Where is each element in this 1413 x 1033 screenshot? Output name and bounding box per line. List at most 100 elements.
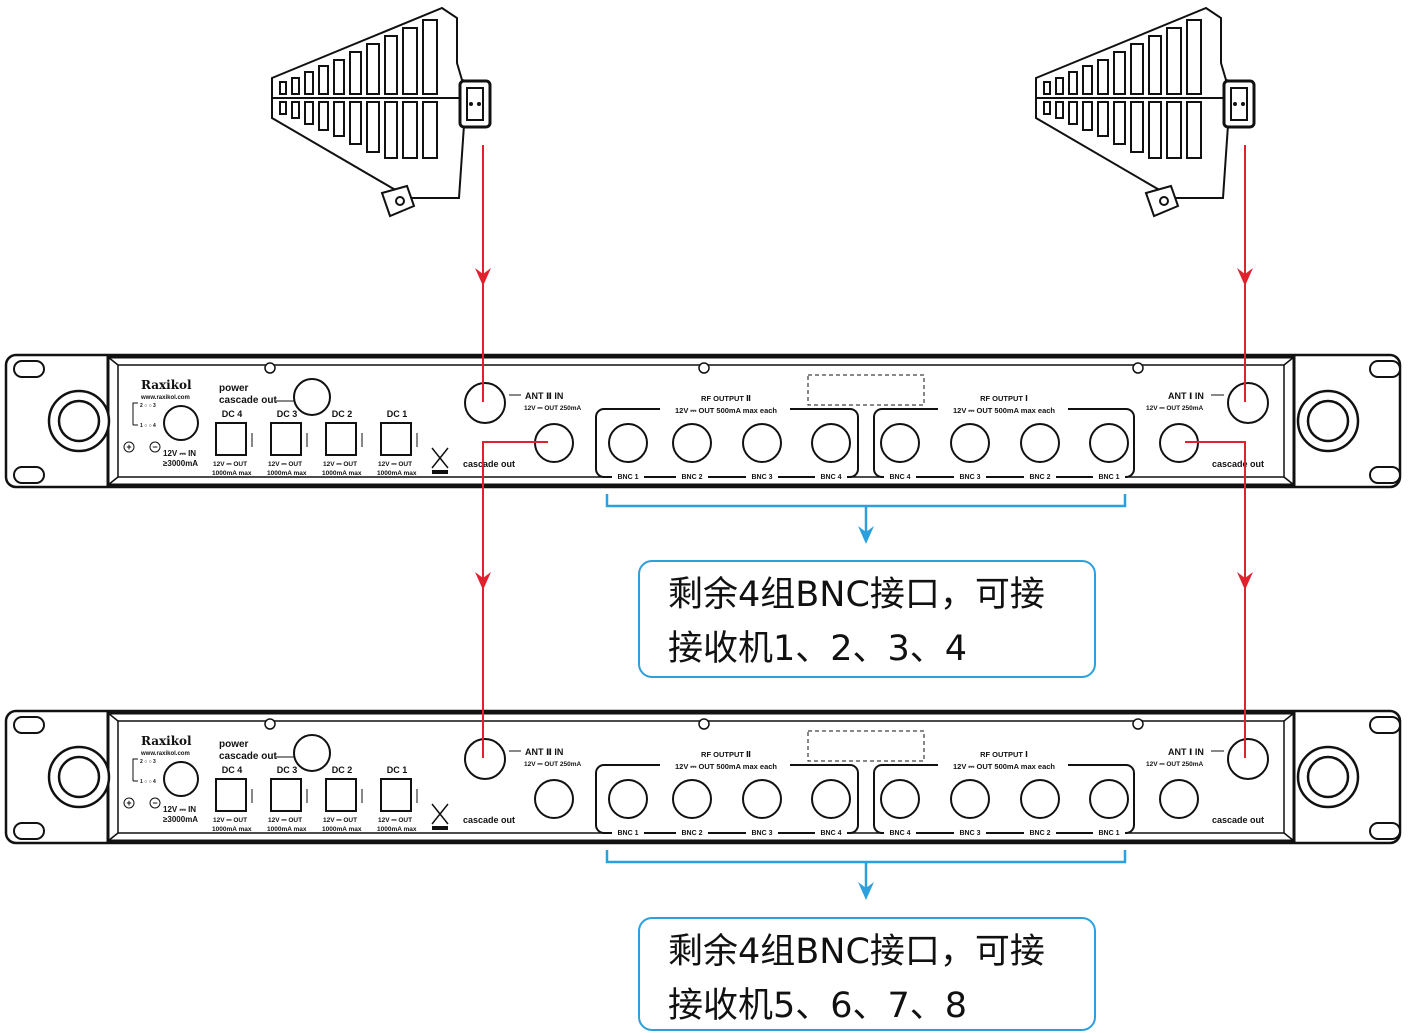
power-cascade-label: cascade out <box>219 395 277 406</box>
panel-bevel <box>1283 832 1295 842</box>
dc-port-current: 1000mA max <box>377 470 417 477</box>
ant1-in-port <box>1227 382 1269 424</box>
panel-bevel <box>107 356 119 366</box>
ant2-label: ANT Ⅱ IN <box>525 747 563 757</box>
panel-bevel <box>1283 476 1295 486</box>
rf-output-2-title: RF OUTPUT Ⅱ <box>701 394 751 403</box>
plus-sign: + <box>126 442 131 452</box>
dc-out-port <box>270 778 302 812</box>
power-in-current: ≥3000mA <box>163 815 198 824</box>
bnc-label-bg <box>612 471 644 481</box>
cascade-out-right-label: cascade out <box>1212 815 1264 825</box>
ant2-spec: 12V ⎓ OUT 250mA <box>524 761 582 768</box>
rack-handle-right-inner <box>1306 755 1350 799</box>
rf1-bnc-label: BNC 3 <box>959 474 980 481</box>
rf1-bnc-label: BNC 3 <box>959 830 980 837</box>
rf1-bnc-port <box>1020 779 1060 819</box>
rack-mount-slot <box>13 822 45 840</box>
dc-port-label: DC 2 <box>332 765 353 775</box>
bnc-label-bg <box>954 471 986 481</box>
rf-output-2-title: RF OUTPUT Ⅱ <box>701 750 751 759</box>
cascade-arrow-right <box>1237 572 1253 590</box>
rack-mount-slot <box>1369 360 1401 378</box>
rack-mount-slot <box>1369 716 1401 734</box>
rack-handle-right-inner <box>1306 399 1350 443</box>
power-cascade-label: cascade out <box>219 751 277 762</box>
panel-screw <box>1132 718 1144 730</box>
brand-url: www.raxikol.com <box>140 751 190 757</box>
bnc-label-bg <box>1024 827 1056 837</box>
dc-out-port <box>215 778 247 812</box>
bnc-label-bg <box>884 827 916 837</box>
dc-port-label: DC 3 <box>277 409 298 419</box>
dc-out-port <box>380 778 412 812</box>
bnc-label-bg <box>884 471 916 481</box>
rf2-bnc-label: BNC 1 <box>617 474 638 481</box>
rf-output-2-spec: 12V ⎓ OUT 500mA max each <box>675 762 777 771</box>
weee-bar <box>432 470 448 474</box>
bnc-label-bg <box>954 827 986 837</box>
cascade-line-right <box>1185 441 1246 758</box>
dc-out-port <box>215 422 247 456</box>
right-antenna <box>1034 6 1256 218</box>
dc-port-voltage: 12V ⎓ OUT <box>323 461 357 468</box>
rf2-bnc-port <box>742 779 782 819</box>
rf1-title-bg <box>938 759 1068 773</box>
panel-bevel <box>107 712 119 722</box>
rf1-bnc-port <box>880 423 920 463</box>
rf-output-1-spec: 12V ⎓ OUT 500mA max each <box>953 406 1055 415</box>
panel-bevel <box>107 832 119 842</box>
callout-upper: 剩余4组BNC接口，可接 接收机1、2、3、4 <box>638 560 1096 678</box>
dc-port-voltage: 12V ⎓ OUT <box>378 461 412 468</box>
panel-bevel <box>1283 356 1295 366</box>
dc-port-voltage: 12V ⎓ OUT <box>213 817 247 824</box>
dc-port-current: 1000mA max <box>267 470 307 477</box>
bnc-label-bg <box>1093 471 1125 481</box>
rf2-bnc-port <box>811 779 851 819</box>
panel-bevel <box>1283 712 1295 722</box>
dc-port-voltage: 12V ⎓ OUT <box>378 817 412 824</box>
dc-port-voltage: 12V ⎓ OUT <box>323 817 357 824</box>
ant1-spec: 12V ⎓ OUT 250mA <box>1146 405 1204 412</box>
dc-port-label: DC 2 <box>332 409 353 419</box>
plus-symbol <box>123 797 135 809</box>
dc-port-current: 1000mA max <box>267 826 307 833</box>
ant2-in-port <box>464 382 506 424</box>
front-panel <box>106 355 1296 487</box>
dc-port-current: 1000mA max <box>377 826 417 833</box>
ant1-label: ANT Ⅰ IN <box>1168 747 1204 757</box>
bnc-label-bg <box>612 827 644 837</box>
signal-arrow-ant1 <box>1237 268 1253 286</box>
rack-handle-left-inner <box>57 399 101 443</box>
power-in-label: 12V ⎓ IN <box>163 449 196 458</box>
plus-sign: + <box>126 798 131 808</box>
switch-label-bottom: 1 ○ ○ 4 <box>140 423 156 429</box>
rf2-bnc-label: BNC 3 <box>751 830 772 837</box>
rf1-title-bg <box>938 403 1068 417</box>
callout-lower-line2: 接收机5、6、7、8 <box>668 986 968 1026</box>
rf2-title-bg <box>660 759 790 773</box>
panel-screw <box>264 718 276 730</box>
dc-port-label: DC 1 <box>387 765 408 775</box>
rf2-bnc-port <box>811 423 851 463</box>
rf1-bnc-label: BNC 2 <box>1029 474 1050 481</box>
ant2-spec: 12V ⎓ OUT 250mA <box>524 405 582 412</box>
rf-output-1-title: RF OUTPUT Ⅰ <box>980 750 1028 759</box>
rf2-bnc-port <box>672 779 712 819</box>
bnc-label-bg <box>815 471 847 481</box>
callout-lower: 剩余4组BNC接口，可接 接收机5、6、7、8 <box>638 917 1096 1031</box>
dc-port-current: 1000mA max <box>212 470 252 477</box>
bnc-bracket-lower <box>605 850 1127 864</box>
rf-output-1-title: RF OUTPUT Ⅰ <box>980 394 1028 403</box>
rf2-bnc-label: BNC 4 <box>820 474 841 481</box>
cascade-out-left-port <box>534 779 574 819</box>
dc-port-voltage: 12V ⎓ OUT <box>213 461 247 468</box>
rack-mount-slot <box>1369 466 1401 484</box>
rf2-bnc-label: BNC 3 <box>751 474 772 481</box>
rf2-bnc-label: BNC 2 <box>681 474 702 481</box>
dc-out-port <box>380 422 412 456</box>
rf1-bnc-label: BNC 1 <box>1098 830 1119 837</box>
left-antenna <box>270 6 492 218</box>
rf2-bnc-port <box>742 423 782 463</box>
